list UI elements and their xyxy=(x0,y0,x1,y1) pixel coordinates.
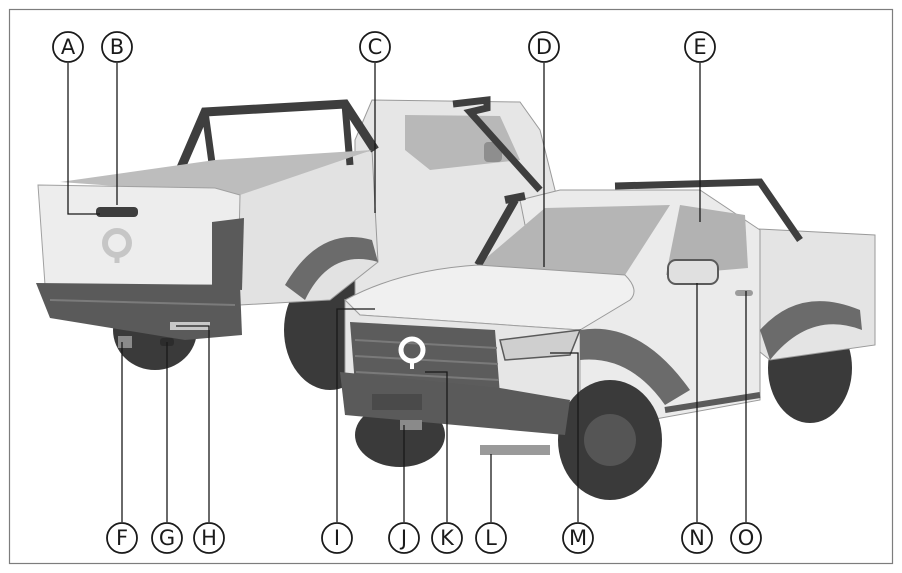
callout-letter: K xyxy=(440,526,455,550)
tow-hitch xyxy=(118,336,132,348)
leader-H xyxy=(176,325,210,522)
callout-letter: B xyxy=(110,35,124,59)
front-snorkel xyxy=(474,192,526,267)
callout-H: H xyxy=(193,522,225,554)
door-handle xyxy=(735,290,753,296)
callout-circle xyxy=(359,31,391,63)
rear-tail-light xyxy=(212,218,244,290)
callout-letter: L xyxy=(485,526,497,550)
callout-circle xyxy=(101,31,133,63)
callout-circle xyxy=(475,522,507,554)
callout-letter: F xyxy=(116,526,128,550)
callout-circle xyxy=(562,522,594,554)
license-plate-mount xyxy=(372,394,422,410)
front-bumper xyxy=(340,372,570,435)
callout-circle xyxy=(151,522,183,554)
callout-circle xyxy=(106,522,138,554)
front-recovery-point xyxy=(400,420,422,430)
leader-lines xyxy=(67,63,747,522)
callout-letter: I xyxy=(334,526,340,550)
callout-circle xyxy=(681,522,713,554)
callout-letter: N xyxy=(689,526,705,550)
tailgate-handle xyxy=(96,207,138,217)
callout-E: E xyxy=(684,31,716,63)
rear-emblem xyxy=(102,228,132,263)
leader-I xyxy=(336,308,375,522)
callout-circle xyxy=(528,31,560,63)
callout-O: O xyxy=(730,522,762,554)
callout-circle xyxy=(431,522,463,554)
callout-circle xyxy=(684,31,716,63)
side-mirror xyxy=(667,259,719,285)
callout-A: A xyxy=(52,31,84,63)
hood xyxy=(344,264,635,331)
callout-circle xyxy=(193,522,225,554)
rear-roll-bar xyxy=(175,99,379,172)
callout-letter: H xyxy=(201,526,217,550)
front-emblem xyxy=(398,336,426,369)
side-step xyxy=(664,392,761,413)
rear-bed-opening xyxy=(60,150,372,195)
callout-D: D xyxy=(528,31,560,63)
rear-fender-flare xyxy=(285,237,378,300)
callout-letter: G xyxy=(159,526,175,550)
front-roll-bar xyxy=(614,178,803,242)
callout-letter: E xyxy=(693,35,706,59)
rear-snorkel xyxy=(452,96,543,193)
leader-A xyxy=(67,63,100,215)
callout-circle xyxy=(52,31,84,63)
front-underbody xyxy=(480,445,550,455)
leader-K xyxy=(425,371,448,522)
rear-pickup-illustration xyxy=(36,96,561,390)
callout-letter: C xyxy=(368,35,383,59)
callout-I: I xyxy=(321,522,353,554)
callout-C: C xyxy=(359,31,391,63)
callout-letter: M xyxy=(569,526,587,550)
callout-F: F xyxy=(106,522,138,554)
callout-B: B xyxy=(101,31,133,63)
callout-G: G xyxy=(151,522,183,554)
callout-letter: J xyxy=(399,526,407,550)
callout-M: M xyxy=(562,522,594,554)
callout-N: N xyxy=(681,522,713,554)
callout-circle xyxy=(730,522,762,554)
callout-J: J xyxy=(388,522,420,554)
rear-cab-window xyxy=(405,115,520,170)
rear-fender-flare-front-truck xyxy=(760,301,862,360)
windshield xyxy=(478,205,670,275)
callout-K: K xyxy=(431,522,463,554)
callout-circle xyxy=(321,522,353,554)
callout-circle xyxy=(388,522,420,554)
callout-L: L xyxy=(475,522,507,554)
side-window xyxy=(666,205,748,275)
callout-letter: O xyxy=(738,526,755,550)
front-fender-flare xyxy=(580,328,690,405)
callout-letter: A xyxy=(61,35,76,59)
callout-letter: D xyxy=(536,35,552,59)
front-pickup-illustration xyxy=(340,178,876,500)
leader-M xyxy=(550,352,579,522)
